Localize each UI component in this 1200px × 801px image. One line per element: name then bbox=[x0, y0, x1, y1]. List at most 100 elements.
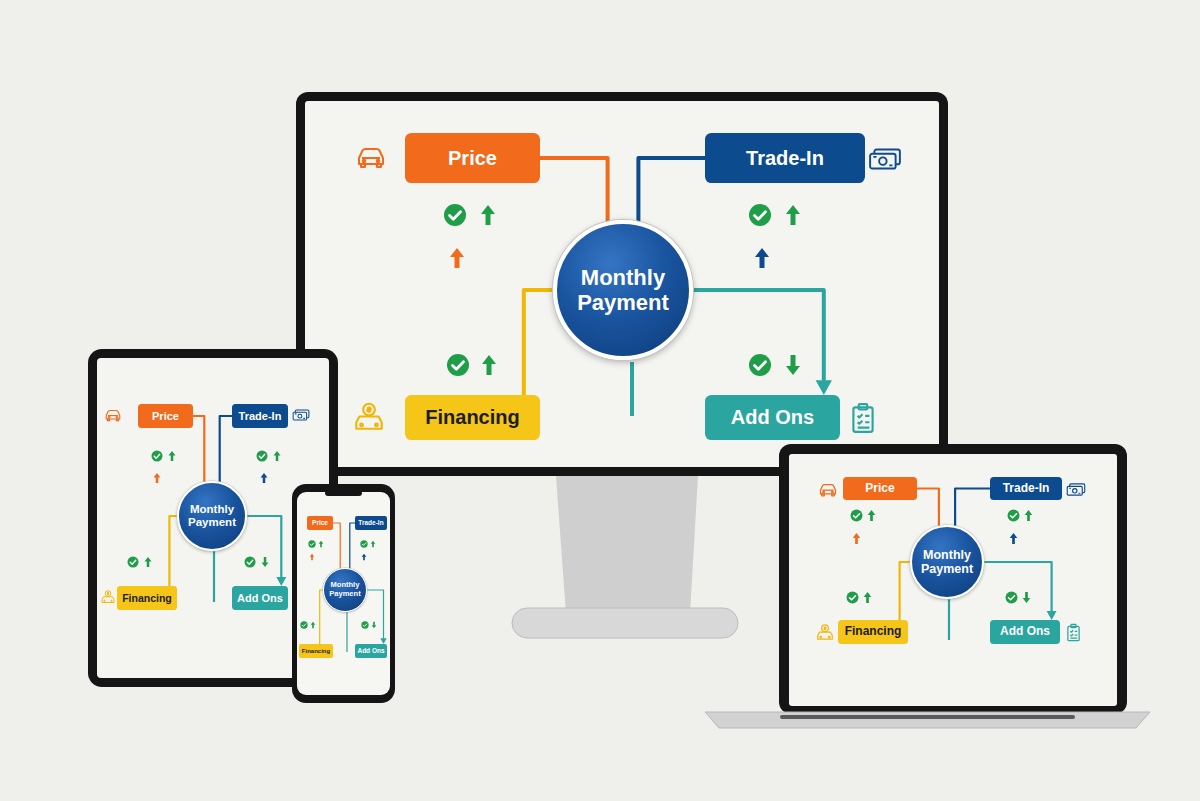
phone-bezel bbox=[292, 484, 395, 703]
node-label: Financing bbox=[302, 648, 330, 655]
payment-circle: Monthly Payment bbox=[177, 481, 247, 551]
up-arrow bbox=[371, 541, 376, 548]
cash-icon bbox=[870, 149, 900, 168]
node-label: Add Ons bbox=[1000, 625, 1050, 639]
check-icon bbox=[447, 354, 469, 376]
factor-box: Add Ons bbox=[705, 395, 840, 440]
finance-icon bbox=[356, 404, 382, 429]
connector bbox=[367, 590, 384, 639]
down-arrow bbox=[262, 557, 269, 567]
up-arrow bbox=[1010, 533, 1018, 544]
up-arrow bbox=[450, 248, 464, 268]
tail-line bbox=[948, 599, 950, 640]
node-label: Add Ons bbox=[237, 592, 283, 605]
payment-circle: Monthly Payment bbox=[323, 568, 367, 612]
cash-icon bbox=[1067, 484, 1085, 495]
factor-box: Price bbox=[405, 133, 540, 183]
laptop bbox=[705, 444, 1150, 728]
check-icon bbox=[300, 621, 307, 628]
clipboard-icon bbox=[1068, 624, 1079, 640]
node-label: Price bbox=[448, 147, 497, 170]
check-icon bbox=[851, 510, 863, 522]
connector bbox=[320, 590, 323, 644]
monitor-stand bbox=[556, 476, 698, 614]
check-icon bbox=[444, 204, 466, 226]
node-label: Trade-In bbox=[1003, 482, 1050, 496]
factor-box: Financing bbox=[405, 395, 540, 440]
check-icon bbox=[257, 451, 268, 462]
up-arrow bbox=[853, 533, 861, 544]
laptop-screen bbox=[789, 454, 1117, 706]
connector bbox=[333, 523, 340, 569]
payment-circle: Monthly Payment bbox=[553, 220, 693, 360]
check-icon bbox=[360, 540, 367, 547]
connector bbox=[193, 416, 204, 482]
node-label: Financing bbox=[122, 592, 172, 604]
connector bbox=[693, 290, 824, 381]
connector bbox=[984, 562, 1052, 612]
finance-icon bbox=[818, 625, 833, 639]
node-label: Add Ons bbox=[357, 647, 384, 654]
connector bbox=[220, 416, 232, 482]
factor-box: Financing bbox=[117, 586, 176, 610]
monitor-screen bbox=[305, 101, 939, 467]
node-label: Financing bbox=[845, 625, 902, 639]
factor-box: Trade-In bbox=[232, 404, 288, 428]
factor-box: Price bbox=[138, 404, 193, 428]
up-arrow bbox=[310, 554, 315, 561]
payment-circle: Monthly Payment bbox=[910, 525, 984, 599]
factor-box: Trade-In bbox=[990, 477, 1062, 500]
up-arrow bbox=[274, 451, 281, 461]
clipboard-icon bbox=[853, 404, 872, 432]
factor-box: Financing bbox=[838, 620, 908, 644]
factor-box: Trade-In bbox=[355, 516, 387, 530]
connector bbox=[638, 158, 705, 222]
phone-screen bbox=[297, 492, 390, 695]
phone-notch bbox=[325, 490, 362, 496]
connector bbox=[540, 158, 608, 222]
check-icon bbox=[749, 354, 771, 376]
factor-box: Add Ons bbox=[990, 620, 1060, 644]
up-arrow bbox=[482, 355, 496, 375]
node-label: Trade-In bbox=[746, 147, 824, 170]
node-label: Trade-In bbox=[239, 410, 282, 423]
node-label: Add Ons bbox=[731, 406, 814, 429]
down-arrow bbox=[372, 622, 377, 629]
factor-box: Price bbox=[843, 477, 917, 500]
factor-box: Price bbox=[307, 516, 333, 530]
node-label: Price bbox=[865, 482, 894, 496]
arrow-head bbox=[816, 380, 832, 395]
tail-line bbox=[630, 362, 634, 416]
down-arrow bbox=[786, 355, 800, 375]
tail-line bbox=[346, 612, 347, 652]
check-icon bbox=[1006, 592, 1018, 604]
arrow-head bbox=[1047, 611, 1057, 620]
up-arrow bbox=[154, 473, 161, 483]
node-label: Monthly Payment bbox=[920, 548, 974, 577]
up-arrow bbox=[481, 205, 495, 225]
tail-line bbox=[213, 551, 215, 602]
up-arrow bbox=[319, 541, 324, 548]
connector bbox=[350, 523, 355, 569]
car-icon bbox=[359, 149, 383, 167]
check-icon bbox=[749, 204, 771, 226]
up-arrow bbox=[868, 510, 876, 521]
connector bbox=[955, 489, 990, 526]
node-label: Monthly Payment bbox=[187, 503, 238, 529]
finance-icon bbox=[102, 591, 114, 603]
check-icon bbox=[152, 451, 163, 462]
check-icon bbox=[128, 557, 139, 568]
connector bbox=[169, 516, 177, 586]
factor-box: Add Ons bbox=[232, 586, 288, 610]
check-icon bbox=[308, 540, 315, 547]
check-icon bbox=[1008, 510, 1020, 522]
node-label: Price bbox=[152, 410, 179, 423]
up-arrow bbox=[1025, 510, 1033, 521]
check-icon bbox=[245, 557, 256, 568]
factor-box: Add Ons bbox=[355, 644, 388, 658]
check-icon bbox=[847, 592, 859, 604]
laptop-base bbox=[705, 712, 1150, 728]
phone bbox=[292, 484, 395, 703]
down-arrow bbox=[1023, 592, 1031, 603]
